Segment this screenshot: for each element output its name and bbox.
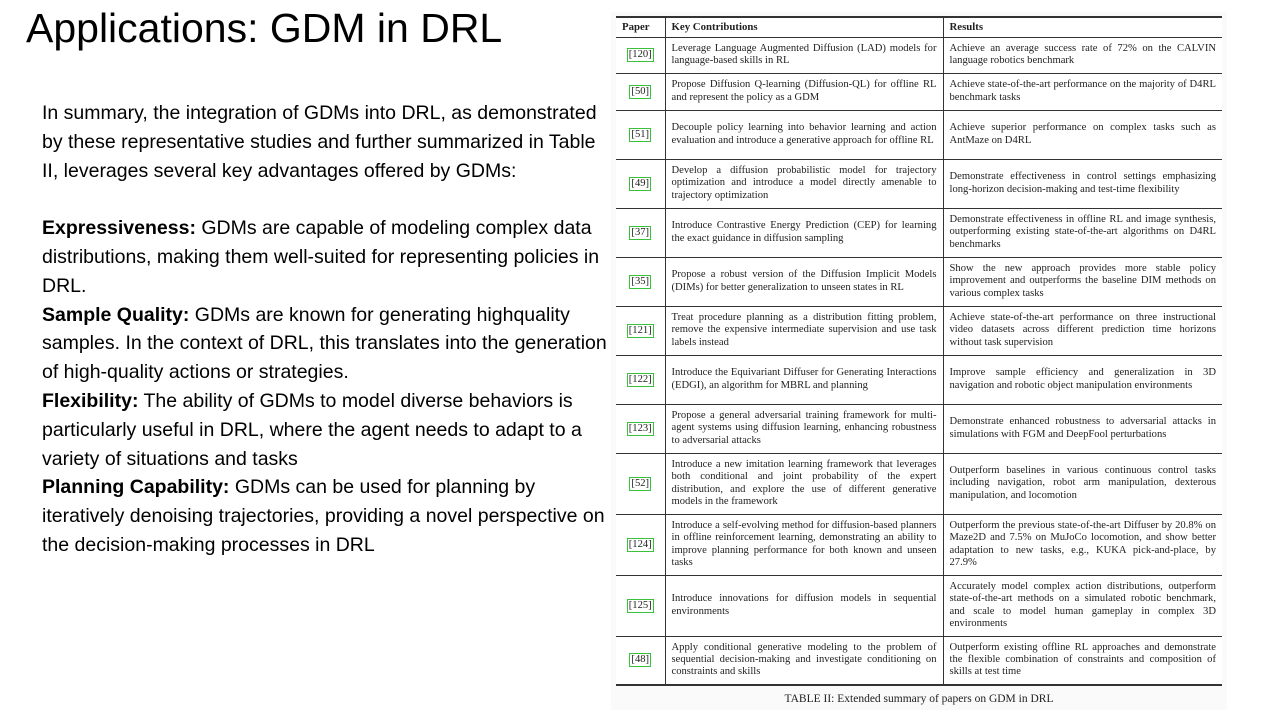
result-cell: Achieve state-of-the-art performance on … [942,306,1222,355]
paragraph-gap [42,185,612,214]
ref-link[interactable]: [50] [629,84,652,99]
ref-cell: [37] [616,208,665,257]
result-cell: Outperform existing offline RL approache… [942,636,1222,685]
ref-link[interactable]: [123] [626,421,654,436]
ref-cell: [125] [616,575,665,636]
result-cell: Achieve an average success rate of 72% o… [942,37,1222,73]
ref-cell: [120] [616,37,665,73]
advantage-text: The ability of GDMs to model diverse beh… [42,389,582,470]
ref-cell: [48] [616,636,665,685]
contribution-cell: Introduce innovations for diffusion mode… [664,575,943,636]
result-cell: Show the new approach provides more stab… [942,257,1222,306]
contribution-cell: Decouple policy learning into behavior l… [664,110,943,159]
slide-title: Applications: GDM in DRL [26,5,503,51]
contribution-cell: Introduce a new imitation learning frame… [664,453,943,514]
table-row: [123] Propose a general adversarial trai… [616,404,1222,453]
ref-link[interactable]: [124] [626,537,654,552]
contribution-cell: Introduce Contrastive Energy Prediction … [664,208,943,257]
result-cell: Achieve state-of-the-art performance on … [942,73,1222,110]
ref-cell: [49] [616,159,665,208]
ref-cell: [123] [616,404,665,453]
contribution-cell: Apply conditional generative modeling to… [664,636,943,685]
table-row: [121] Treat procedure planning as a dist… [616,306,1222,355]
contribution-cell: Propose a general adversarial training f… [664,404,943,453]
ref-link[interactable]: [121] [626,323,654,338]
table-caption: TABLE II: Extended summary of papers on … [784,693,1054,705]
ref-cell: [124] [616,514,665,575]
result-cell: Outperform baselines in various continuo… [942,453,1222,514]
table-row: [124] Introduce a self-evolving method f… [616,514,1222,575]
ref-cell: [121] [616,306,665,355]
ref-link[interactable]: [37] [629,225,652,240]
table-row: [122] Introduce the Equivariant Diffuser… [616,355,1222,404]
result-cell: Demonstrate effectiveness in control set… [942,159,1222,208]
ref-link[interactable]: [125] [626,598,654,613]
advantage-expressiveness: Expressiveness: GDMs are capable of mode… [42,214,612,300]
table-row: [48] Apply conditional generative modeli… [616,636,1222,685]
summary-intro: In summary, the integration of GDMs into… [42,102,597,182]
table-row: [51] Decouple policy learning into behav… [616,110,1222,159]
ref-cell: [52] [616,453,665,514]
advantage-label: Sample Quality: [42,303,190,326]
table-row: [35] Propose a robust version of the Dif… [616,257,1222,306]
contribution-cell: Treat procedure planning as a distributi… [664,306,943,355]
table-row: [125] Introduce innovations for diffusio… [616,575,1222,636]
ref-cell: [35] [616,257,665,306]
contribution-cell: Introduce the Equivariant Diffuser for G… [664,355,943,404]
ref-cell: [51] [616,110,665,159]
ref-link[interactable]: [49] [629,176,652,191]
table-figure: Paper Key Contributions Results [120] Le… [611,12,1227,710]
advantage-sample-quality: Sample Quality: GDMs are known for gener… [42,301,612,387]
advantage-planning: Planning Capability: GDMs can be used fo… [42,473,612,559]
result-cell: Outperform the previous state-of-the-art… [942,514,1222,575]
result-cell: Accurately model complex action distribu… [942,575,1222,636]
result-cell: Demonstrate effectiveness in offline RL … [942,208,1222,257]
papers-table: Paper Key Contributions Results [120] Le… [616,16,1222,686]
ref-cell: [50] [616,73,665,110]
header-paper: Paper [622,21,650,34]
ref-link[interactable]: [51] [629,127,652,142]
table-row: [49] Develop a diffusion probabilistic m… [616,159,1222,208]
result-cell: Improve sample efficiency and generaliza… [942,355,1222,404]
table-row: [52] Introduce a new imitation learning … [616,453,1222,514]
advantage-text: GDMs can be used for planning by iterati… [42,476,605,556]
advantage-label: Planning Capability: [42,476,230,499]
ref-link[interactable]: [35] [629,274,652,289]
advantage-text: GDMs are known for generating highqualit… [42,303,607,384]
header-results: Results [942,17,1222,37]
contribution-cell: Leverage Language Augmented Diffusion (L… [664,37,943,73]
result-cell: Demonstrate enhanced robustness to adver… [942,404,1222,453]
contribution-cell: Propose a robust version of the Diffusio… [664,257,943,306]
advantage-label: Flexibility: [42,389,139,412]
contribution-cell: Develop a diffusion probabilistic model … [664,159,943,208]
advantage-flexibility: Flexibility: The ability of GDMs to mode… [42,387,612,473]
table-header-row: Paper Key Contributions Results [616,17,1222,37]
ref-link[interactable]: [52] [629,476,652,491]
ref-cell: [122] [616,355,665,404]
header-contributions: Key Contributions [664,17,943,37]
contribution-cell: Introduce a self-evolving method for dif… [664,514,943,575]
table-row: [120] Leverage Language Augmented Diffus… [616,37,1222,73]
contribution-cell: Propose Diffusion Q-learning (Diffusion-… [664,73,943,110]
result-cell: Achieve superior performance on complex … [942,110,1222,159]
summary-text: In summary, the integration of GDMs into… [42,99,612,560]
table-row: [50] Propose Diffusion Q-learning (Diffu… [616,73,1222,110]
ref-link[interactable]: [48] [629,653,652,668]
advantage-label: Expressiveness: [42,217,196,240]
ref-link[interactable]: [120] [626,48,654,62]
advantage-text: GDMs are capable of modeling complex dat… [42,217,600,297]
ref-link[interactable]: [122] [626,372,654,387]
table-row: [37] Introduce Contrastive Energy Predic… [616,208,1222,257]
